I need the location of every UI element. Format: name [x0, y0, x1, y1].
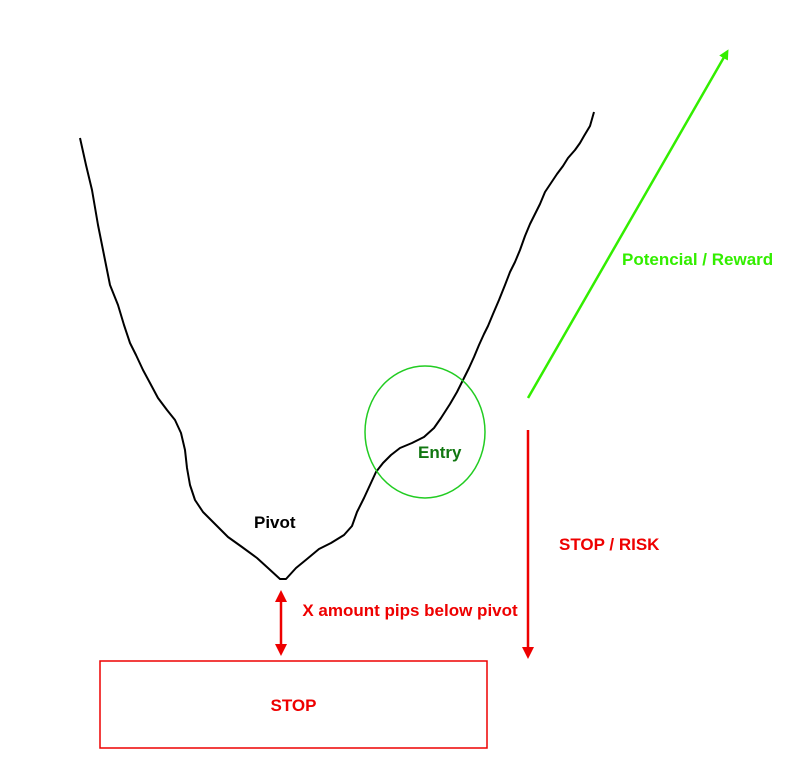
entry-circle — [364, 365, 486, 499]
pivot-label: Pivot — [254, 513, 296, 532]
reward-arrow — [526, 49, 729, 399]
price-line — [79, 111, 595, 580]
stop-box — [99, 660, 488, 749]
risk-arrow-head — [522, 647, 534, 659]
pips-below-pivot-label: X amount pips below pivot — [302, 601, 518, 620]
stop-risk-label: STOP / RISK — [559, 535, 660, 554]
entry-label: Entry — [418, 443, 462, 462]
stop-box-label: STOP — [270, 696, 317, 715]
reward-label: Potencial / Reward — [622, 250, 774, 269]
pips-arrow-head-down — [275, 644, 287, 656]
pips-arrow-head-up — [275, 590, 287, 602]
